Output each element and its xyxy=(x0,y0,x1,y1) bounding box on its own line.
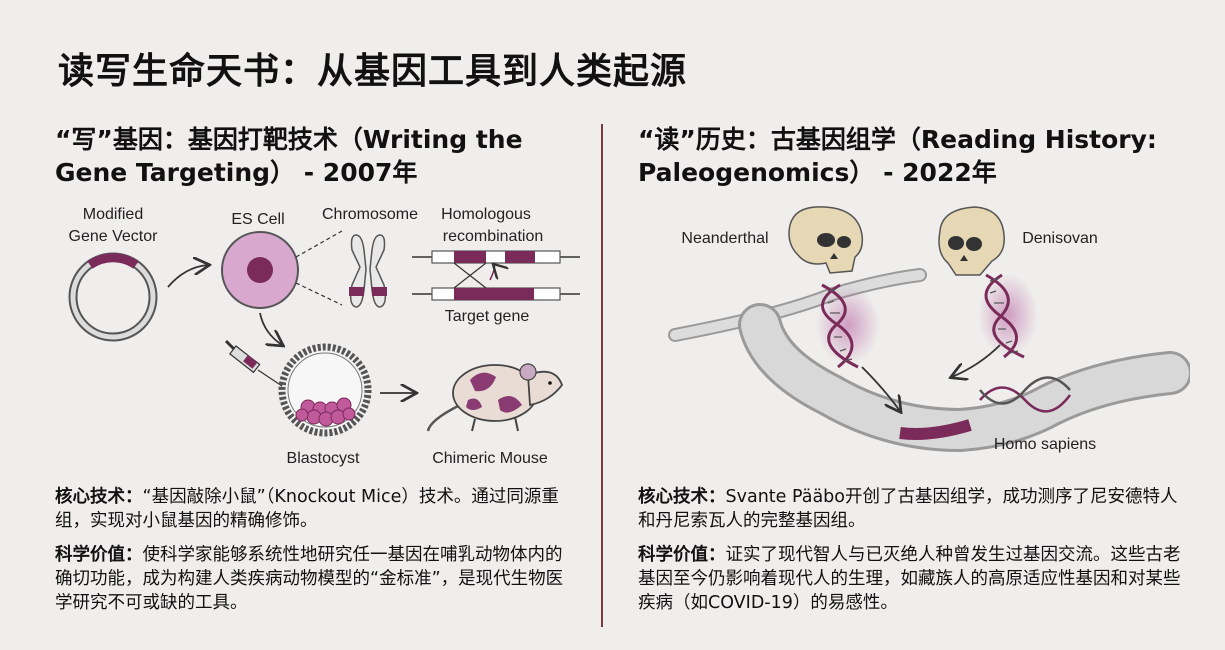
left-value-text: 使科学家能够系统性地研究任一基因在哺乳动物体内的确切功能，成为构建人类疾病动物模… xyxy=(55,545,564,613)
recombination-icon xyxy=(412,250,580,301)
left-panel-heading: “写”基因：基因打靶技术（Writing the Gene Targeting）… xyxy=(55,123,555,189)
target-gene-label: Target gene xyxy=(445,308,530,325)
lineage-tree xyxy=(668,268,1190,453)
homologous-label-line2: recombination xyxy=(443,228,544,245)
denisovan-dna-icon xyxy=(978,273,1038,359)
arrow-cell-to-blastocyst xyxy=(259,312,282,345)
right-value-paragraph: 科学价值：证实了现代智人与已灭绝人种曾发生过基因交流。这些古老基因至今仍影响着现… xyxy=(638,543,1183,615)
es-cell-label: ES Cell xyxy=(231,211,284,228)
arrow-neanderthal-flow xyxy=(861,366,900,411)
denisovan-skull-icon xyxy=(938,206,1005,276)
paleogenomics-diagram: Neanderthal Denisovan xyxy=(668,206,1190,453)
right-value-text: 证实了现代智人与已灭绝人种曾发生过基因交流。这些古老基因至今仍影响着现代人的生理… xyxy=(638,545,1181,613)
arrow-denisovan-flow xyxy=(952,344,1001,377)
homo-sapiens-label: Homo sapiens xyxy=(994,436,1096,453)
left-heading-line2: Gene Targeting） - 2007年 xyxy=(55,158,418,187)
blastocyst-label: Blastocyst xyxy=(287,450,360,467)
right-value-label: 科学价值： xyxy=(638,545,726,565)
denisovan-label: Denisovan xyxy=(1022,230,1098,247)
left-value-label: 科学价值： xyxy=(55,545,143,565)
left-description: 核心技术：“基因敲除小鼠”（Knockout Mice）技术。通过同源重组，实现… xyxy=(55,485,575,625)
page-title: 读写生命天书：从基因工具到人类起源 xyxy=(58,51,688,92)
es-cell-icon xyxy=(221,231,299,309)
chromosome-icon xyxy=(349,234,387,308)
right-description: 核心技术：Svante Pääbo开创了古基因组学，成功测序了尼安德特人和丹尼索… xyxy=(638,485,1183,625)
right-tech-text: Svante Pääbo开创了古基因组学，成功测序了尼安德特人和丹尼索瓦人的完整… xyxy=(638,487,1178,531)
zoom-line-bottom xyxy=(295,282,343,306)
syringe-icon xyxy=(224,339,289,391)
right-tech-label: 核心技术： xyxy=(638,487,726,507)
right-panel-heading: “读”历史：古基因组学（Reading History: Paleogenomi… xyxy=(638,123,1178,189)
chimeric-mouse-label: Chimeric Mouse xyxy=(432,450,548,467)
left-value-paragraph: 科学价值：使科学家能够系统性地研究任一基因在哺乳动物体内的确切功能，成为构建人类… xyxy=(55,543,575,615)
right-heading-line2: Paleogenomics） - 2022年 xyxy=(638,158,997,187)
vector-label-line2: Gene Vector xyxy=(69,228,159,245)
plasmid-icon xyxy=(68,252,158,342)
right-tech-paragraph: 核心技术：Svante Pääbo开创了古基因组学，成功测序了尼安德特人和丹尼索… xyxy=(638,485,1183,533)
left-tech-paragraph: 核心技术：“基因敲除小鼠”（Knockout Mice）技术。通过同源重组，实现… xyxy=(55,485,575,533)
neanderthal-label: Neanderthal xyxy=(681,230,768,247)
left-heading-line1: “写”基因：基因打靶技术（Writing the xyxy=(55,125,523,154)
arrow-vector-to-cell xyxy=(167,265,208,288)
panel-divider xyxy=(601,124,603,627)
left-tech-label: 核心技术： xyxy=(55,487,143,507)
neanderthal-skull-icon xyxy=(788,206,864,274)
gene-targeting-diagram: Modified Gene Vector ES Cell Chromosome … xyxy=(68,206,580,467)
chimeric-mouse-icon xyxy=(426,363,564,432)
neanderthal-dna-icon xyxy=(816,283,880,369)
vector-label-line1: Modified xyxy=(83,206,143,223)
chromosome-label: Chromosome xyxy=(322,206,418,223)
blastocyst-icon xyxy=(278,343,372,437)
zoom-line-top xyxy=(295,230,343,258)
homo-sapiens-dna-icon xyxy=(979,376,1072,413)
left-tech-text: “基因敲除小鼠”（Knockout Mice）技术。通过同源重组，实现对小鼠基因… xyxy=(55,487,559,531)
homologous-label-line1: Homologous xyxy=(441,206,531,223)
right-heading-line1: “读”历史：古基因组学（Reading History: xyxy=(638,125,1157,154)
